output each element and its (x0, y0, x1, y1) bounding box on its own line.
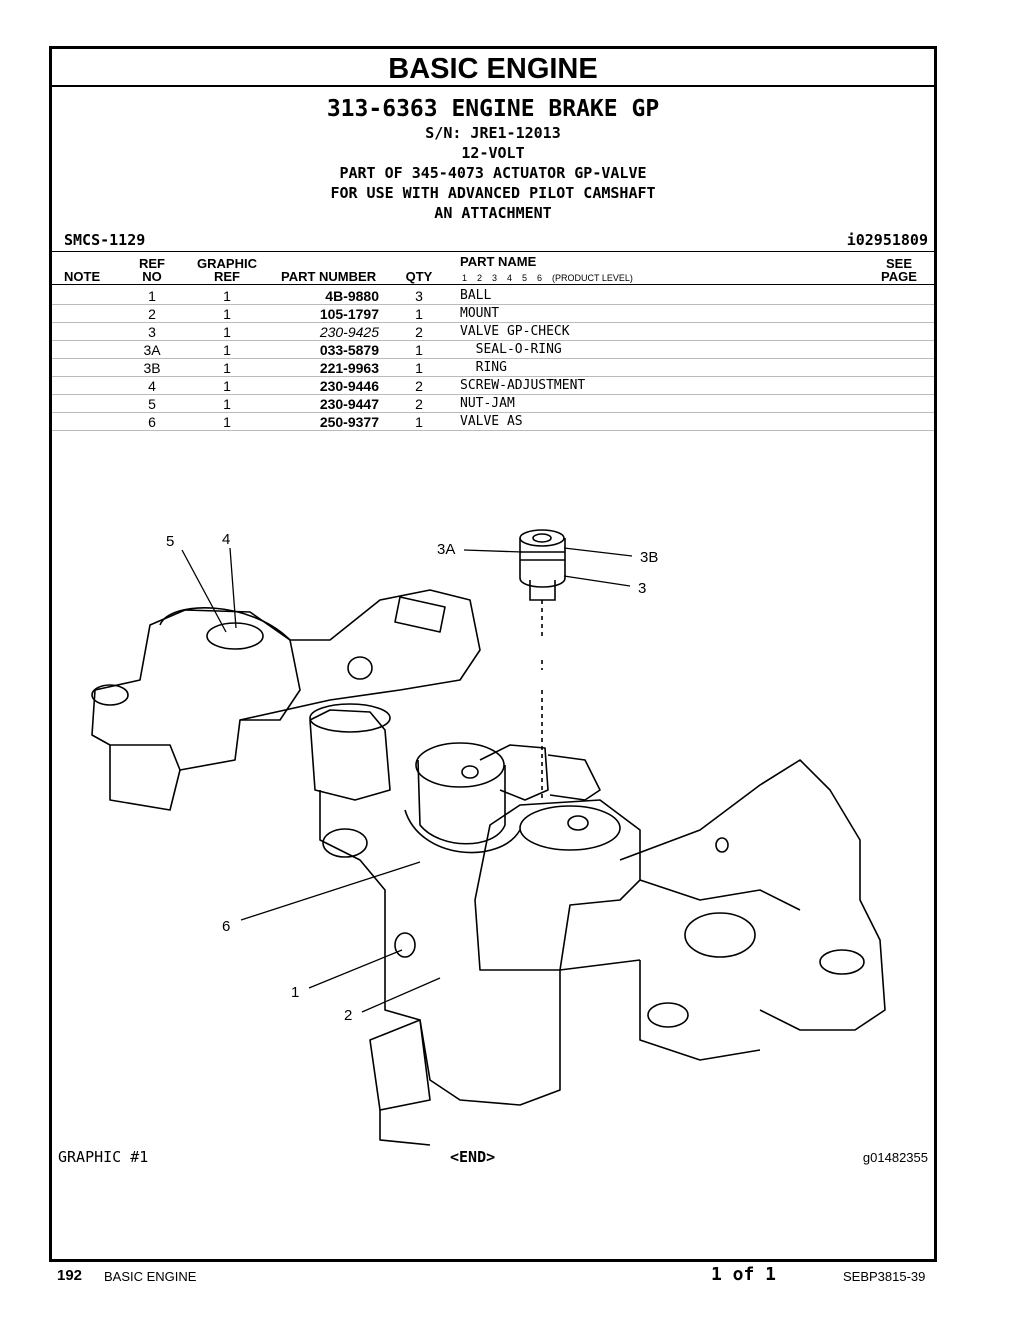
engine-brake-housing (91, 589, 886, 1146)
ref-no: 5 (148, 396, 156, 412)
col-product-levels: 1 2 3 4 5 6 (PRODUCT LEVEL) (462, 273, 633, 283)
check-valve-part (519, 529, 566, 800)
end-marker: <END> (450, 1148, 496, 1166)
graphic-ref: 1 (223, 288, 231, 304)
part-name: MOUNT (460, 306, 500, 321)
callout-labels: 5 4 3A 3B 3 6 1 2 (166, 531, 658, 1024)
ref-no: 3B (143, 360, 161, 376)
qty: 2 (415, 324, 423, 340)
part-name: SCREW-ADJUSTMENT (460, 378, 586, 393)
table-row: 1 1 4B-9880 3 BALL (52, 286, 934, 305)
part-name: VALVE GP-CHECK (460, 324, 570, 339)
ref-no: 2 (148, 306, 156, 322)
graphic-ref: 1 (223, 324, 231, 340)
callout-3b: 3B (640, 549, 658, 566)
graphic-ref: 1 (223, 414, 231, 430)
part-number: 250-9377 (319, 414, 379, 430)
attachment: AN ATTACHMENT (434, 204, 552, 222)
graphic-ref: 1 (223, 306, 231, 322)
callout-3: 3 (638, 580, 646, 597)
graphic-ref: 1 (223, 360, 231, 376)
qty: 3 (415, 288, 423, 304)
ref-no: 6 (148, 414, 156, 430)
col-graphic-bottom: REF (214, 269, 240, 284)
callout-6: 6 (222, 918, 230, 935)
page-frame: BASIC ENGINE 313-6363 ENGINE BRAKE GP S/… (49, 46, 937, 1262)
qty: 2 (415, 396, 423, 412)
qty: 1 (415, 360, 423, 376)
col-qty: QTY (405, 269, 433, 284)
for-use-with: FOR USE WITH ADVANCED PILOT CAMSHAFT (330, 184, 656, 202)
callout-5: 5 (166, 533, 174, 550)
smcs-code: SMCS-1129 (64, 231, 146, 249)
footer-page-of: 1 of 1 (711, 1264, 777, 1285)
part-number: 221-9963 (319, 360, 379, 376)
footer-page-number: 192 (57, 1267, 83, 1284)
col-ref-bottom: NO (142, 269, 162, 284)
graphic-ref: 1 (223, 378, 231, 394)
graphic-ref: 1 (223, 342, 231, 358)
footer-document-number: SEBP3815-39 (843, 1269, 926, 1284)
footer-section: BASIC ENGINE (104, 1269, 197, 1284)
part-number: 230-9446 (319, 378, 379, 394)
part-name: SEAL-O-RING (460, 342, 562, 357)
ref-no: 1 (148, 288, 156, 304)
part-number: 033-5879 (319, 342, 379, 358)
callout-3a: 3A (437, 541, 455, 558)
voltage: 12-VOLT (461, 144, 525, 162)
serial-number: S/N: JRE1-12013 (425, 124, 561, 142)
graphic-label: GRAPHIC #1 (58, 1148, 149, 1166)
table-row: 2 1 105-1797 1 MOUNT (52, 304, 934, 323)
header-bottom-rule (52, 284, 934, 285)
part-name: BALL (460, 288, 492, 303)
part-number: 4B-9880 (325, 288, 379, 304)
col-ref-top: REF (139, 256, 165, 271)
header-top-rule (52, 251, 934, 252)
qty: 2 (415, 378, 423, 394)
part-of: PART OF 345-4073 ACTUATOR GP-VALVE (339, 164, 647, 182)
table-row: 5 1 230-9447 2 NUT-JAM (52, 394, 934, 413)
col-see-bottom: PAGE (881, 269, 917, 284)
callout-4: 4 (222, 531, 230, 548)
qty: 1 (415, 306, 423, 322)
part-name: RING (460, 360, 507, 375)
graphic-id: g01482355 (862, 1150, 928, 1165)
group-title: 313-6363 ENGINE BRAKE GP (326, 96, 660, 122)
qty: 1 (415, 342, 423, 358)
part-name: VALVE AS (460, 414, 523, 429)
graphic-ref: 1 (223, 396, 231, 412)
table-row: 3B 1 221-9963 1 RING (52, 358, 934, 377)
col-part-number: PART NUMBER (281, 269, 377, 284)
table-row: 4 1 230-9446 2 SCREW-ADJUSTMENT (52, 376, 934, 395)
engine-brake-illustration: 5 4 3A 3B 3 6 1 2 (91, 529, 886, 1146)
section-title: BASIC ENGINE (52, 49, 934, 87)
part-number: 230-9425 (319, 324, 379, 340)
callout-1: 1 (291, 984, 299, 1001)
callout-2: 2 (344, 1007, 352, 1024)
table-row: 3 1 230-9425 2 VALVE GP-CHECK (52, 322, 934, 341)
col-see-top: SEE (885, 256, 912, 271)
qty: 1 (415, 414, 423, 430)
col-part-name: PART NAME (460, 254, 537, 269)
part-name: NUT-JAM (460, 396, 515, 411)
ref-no: 4 (148, 378, 156, 394)
table-row: 6 1 250-9377 1 VALVE AS (52, 412, 934, 431)
part-number: 105-1797 (319, 306, 379, 322)
col-note: NOTE (64, 269, 101, 284)
table-row: 3A 1 033-5879 1 SEAL-O-RING (52, 340, 934, 359)
ref-no: 3A (143, 342, 161, 358)
callout-leaders (181, 547, 633, 1013)
illustration-id: i02951809 (846, 231, 928, 249)
part-number: 230-9447 (319, 396, 379, 412)
ref-no: 3 (148, 324, 156, 340)
col-graphic-top: GRAPHIC (197, 256, 257, 271)
